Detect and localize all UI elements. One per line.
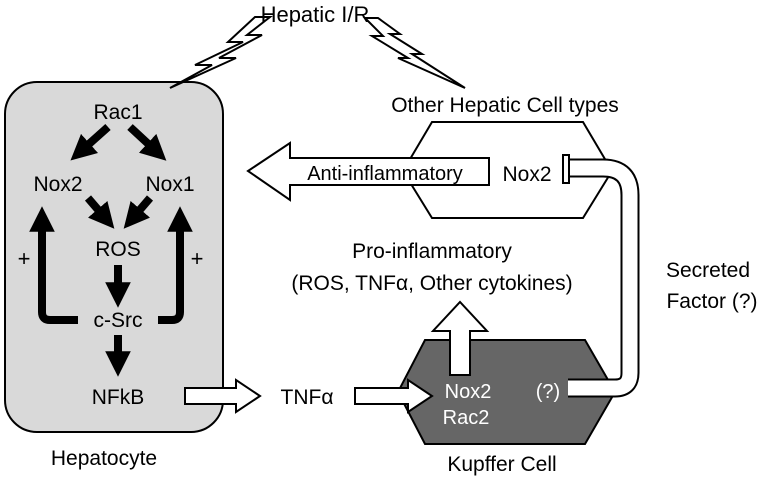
secreted-factor-line2: Factor (?) xyxy=(666,290,757,313)
plus-left: + xyxy=(18,246,31,271)
pro-inflammatory-line1: Pro-inflammatory xyxy=(352,240,512,263)
nfkb-to-tnfa-arrow xyxy=(184,378,262,414)
arrow-nox1-ros xyxy=(123,195,154,229)
hepatocyte-label: Hepatocyte xyxy=(51,447,157,470)
other-cells-nox2: Nox2 xyxy=(502,163,551,186)
kupffer-nox2: Nox2 xyxy=(445,381,492,403)
arrow-rac1-nox2 xyxy=(70,124,111,161)
node-nfkb: NFkB xyxy=(92,386,145,409)
tnfa-label: TNFα xyxy=(281,386,334,409)
node-ros: ROS xyxy=(95,238,141,261)
pro-inflammatory-arrow xyxy=(430,300,490,376)
kupffer-rac2: Rac2 xyxy=(443,407,490,429)
feedback-arrow-right xyxy=(158,206,193,324)
other-cells-label: Other Hepatic Cell types xyxy=(391,94,619,117)
hepatocyte-cell xyxy=(4,81,224,433)
title-hepatic-ir: Hepatic I/R xyxy=(261,2,370,27)
lightning-bolt-right xyxy=(362,17,466,89)
node-nox1: Nox1 xyxy=(145,173,194,196)
lightning-bolt-left xyxy=(169,16,273,89)
secreted-factor-path-inner xyxy=(567,160,638,396)
plus-right: + xyxy=(191,246,204,271)
feedback-arrow-left xyxy=(29,206,78,324)
kupffer-label: Kupffer Cell xyxy=(447,453,556,476)
arrow-nox2-ros xyxy=(84,195,115,229)
node-csrc: c-Src xyxy=(94,309,143,332)
secreted-factor-line1: Secreted xyxy=(666,259,750,282)
tnfa-to-kupffer-arrow xyxy=(354,378,434,414)
anti-inflammatory-arrow xyxy=(246,141,490,202)
arrow-rac1-nox1 xyxy=(127,124,167,161)
node-nox2: Nox2 xyxy=(33,173,82,196)
anti-inflammatory-label: Anti-inflammatory xyxy=(307,163,463,185)
node-rac1: Rac1 xyxy=(93,101,142,124)
pro-inflammatory-line2: (ROS, TNFα, Other cytokines) xyxy=(291,272,572,295)
inhibition-bar xyxy=(562,154,570,184)
kupffer-unknown-factor: (?) xyxy=(536,381,560,403)
